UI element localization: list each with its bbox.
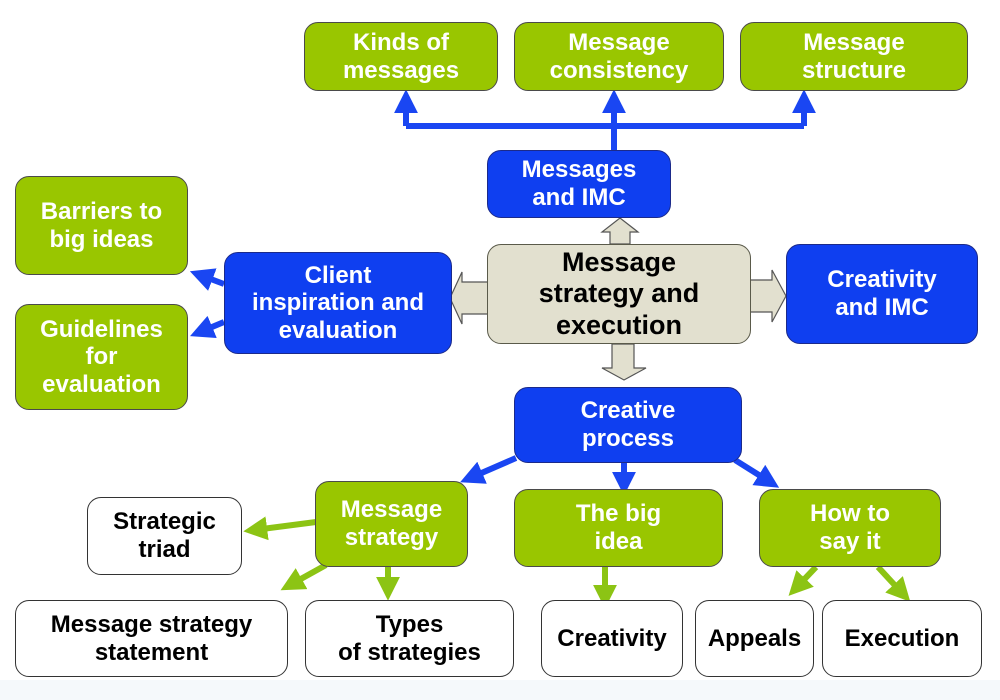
block-arrow-right: [749, 269, 787, 323]
node-message-strategy: Message strategy: [315, 481, 468, 567]
arrow-to-execution: [875, 564, 911, 602]
node-how-to-say-it: How to say it: [759, 489, 941, 567]
arrow-to-appeals: [788, 564, 819, 596]
node-client-inspiration: Client inspiration and evaluation: [224, 252, 452, 354]
arrow-to-guidelines: [190, 315, 226, 338]
node-barriers-to-big-ideas: Barriers to big ideas: [15, 176, 188, 275]
node-message-consistency: Message consistency: [514, 22, 724, 91]
arrow-to-barriers: [189, 268, 226, 291]
arrow-to-how-to-say: [733, 457, 780, 488]
node-strategic-triad: Strategic triad: [87, 497, 242, 575]
node-appeals: Appeals: [695, 600, 814, 677]
node-creative-process: Creative process: [514, 387, 742, 463]
node-the-big-idea: The big idea: [514, 489, 723, 567]
node-messages-and-imc: Messages and IMC: [487, 150, 671, 218]
node-message-structure: Message structure: [740, 22, 968, 91]
block-arrow-left: [449, 271, 489, 325]
blue-connector-messages: [406, 123, 804, 150]
node-types-of-strategies: Types of strategies: [305, 600, 514, 677]
node-message-strategy-statement: Message strategy statement: [15, 600, 288, 677]
node-creativity: Creativity: [541, 600, 683, 677]
node-guidelines-for-evaluation: Guidelines for evaluation: [15, 304, 188, 410]
arrow-to-message-strategy: [460, 455, 518, 484]
node-execution: Execution: [822, 600, 982, 677]
block-arrow-down: [601, 343, 647, 381]
bottom-band: [0, 680, 1000, 700]
arrow-to-strategic-triad: [243, 516, 317, 541]
arrow-to-strategy-statement: [280, 562, 328, 591]
block-arrow-up: [600, 217, 640, 245]
node-kinds-of-messages: Kinds of messages: [304, 22, 498, 91]
node-message-strategy-and-execution: Message strategy and execution: [487, 244, 751, 344]
node-creativity-and-imc: Creativity and IMC: [786, 244, 978, 344]
